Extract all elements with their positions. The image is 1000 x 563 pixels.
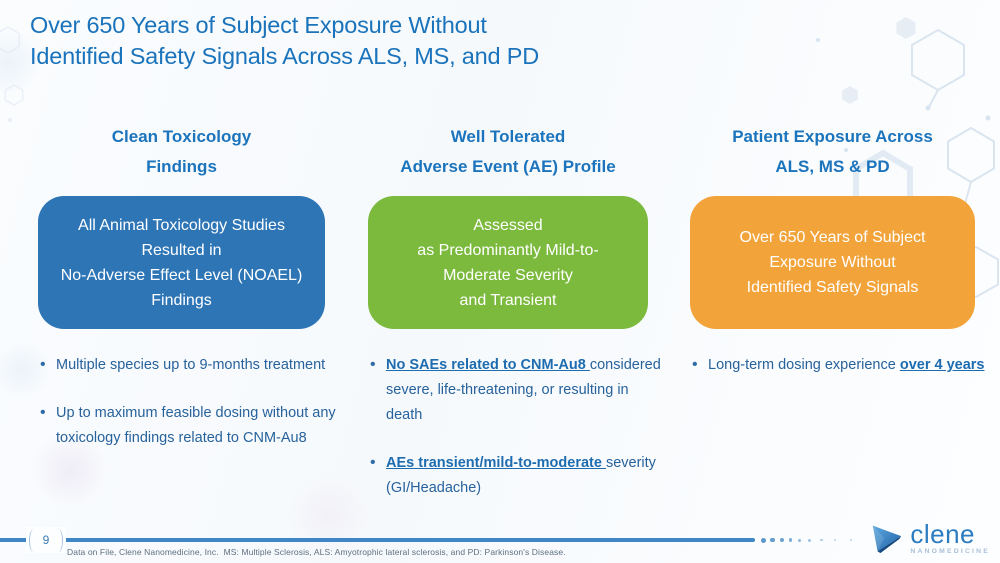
- bullet-strong-text: No SAEs related to CNM-Au8: [386, 357, 590, 373]
- clene-triangle-icon: [873, 525, 902, 554]
- bracket-left-icon: [28, 528, 38, 552]
- bullet-text: Long-term dosing experience: [708, 357, 900, 373]
- logo-name: clene: [910, 518, 975, 549]
- dot-trail-decoration: [761, 536, 852, 544]
- clene-logo: clene NANOMEDICINE: [869, 520, 990, 556]
- highlight-box-ae-severity: Assessed as Predominantly Mild-to- Moder…: [368, 196, 648, 329]
- column-patient-exposure: Patient Exposure Across ALS, MS & PD Ove…: [690, 122, 985, 401]
- trail-dot: [833, 539, 836, 541]
- trail-dot: [820, 538, 823, 542]
- bullet-item: AEs transient/mild-to-moderate severity …: [368, 450, 668, 501]
- bullet-list-exposure: Long-term dosing experience over 4 years: [690, 352, 990, 378]
- bullet-list-toxicology: Multiple species up to 9-months treatmen…: [38, 352, 338, 451]
- bullet-text: Multiple species up to 9-months treatmen…: [56, 357, 326, 373]
- page-number: 9: [42, 533, 50, 547]
- bullet-item: Multiple species up to 9-months treatmen…: [38, 352, 338, 378]
- highlight-box-exposure: Over 650 Years of Subject Exposure Witho…: [690, 196, 975, 329]
- column-ae-profile: Well Tolerated Adverse Event (AE) Profil…: [368, 122, 661, 524]
- bracket-right-icon: [54, 528, 64, 552]
- trail-dot: [788, 538, 792, 542]
- bullet-item: Long-term dosing experience over 4 years: [690, 352, 990, 378]
- highlight-box-toxicology: All Animal Toxicology Studies Resulted i…: [38, 196, 325, 329]
- bullet-strong-text: over 4 years: [899, 357, 985, 373]
- trail-dot: [761, 537, 766, 543]
- column-header-clean-toxicology: Clean Toxicology Findings: [111, 127, 252, 176]
- bullet-text: considered severe, life-threatening, or …: [386, 357, 661, 423]
- bullet-text: Up to maximum feasible dosing without an…: [56, 405, 336, 446]
- bullet-item: No SAEs related to CNM-Au8 considered se…: [368, 352, 668, 428]
- bullet-list-ae-profile: No SAEs related to CNM-Au8 considered se…: [368, 352, 668, 501]
- trail-dot: [798, 538, 801, 542]
- bullet-text: severity (GI/Headache): [386, 455, 656, 496]
- trail-dot: [770, 537, 775, 543]
- slide-title: Over 650 Years of Subject Exposure Witho…: [30, 12, 539, 69]
- column-header-ae-profile: Well Tolerated Adverse Event (AE) Profil…: [400, 127, 616, 176]
- column-header-patient-exposure: Patient Exposure Across ALS, MS & PD: [732, 127, 933, 176]
- logo-wordmark: clene NANOMEDICINE: [910, 518, 990, 555]
- bullet-strong-text: AEs transient/mild-to-moderate: [386, 455, 606, 471]
- bullet-item: Up to maximum feasible dosing without an…: [38, 400, 338, 451]
- page-number-badge: 9: [26, 527, 66, 553]
- footnote: Data on File, Clene Nanomedicine, Inc. M…: [67, 547, 566, 557]
- logo-subtitle: NANOMEDICINE: [910, 547, 990, 555]
- trail-dot: [779, 538, 784, 542]
- column-clean-toxicology: Clean Toxicology Findings All Animal Tox…: [38, 122, 336, 474]
- trail-dot: [849, 539, 852, 541]
- trail-dot: [808, 538, 811, 542]
- footer-rule: [0, 538, 755, 542]
